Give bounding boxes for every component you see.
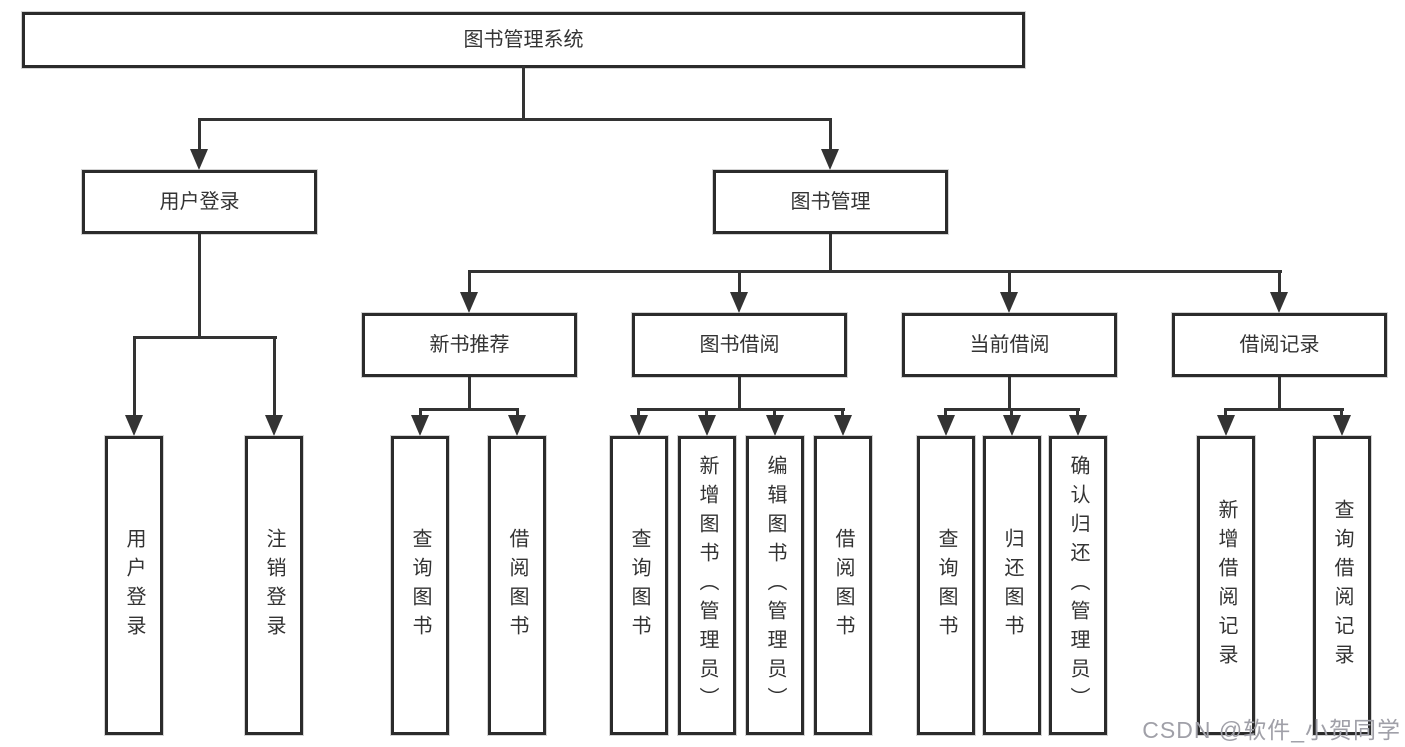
connector-line (738, 270, 741, 293)
connector-line (1008, 270, 1011, 293)
leaf-query-books-current: 查询图书 (917, 436, 975, 735)
watermark: CSDN @软件_小贺同学 (1142, 717, 1401, 743)
arrowhead (125, 415, 143, 436)
arrowhead (265, 415, 283, 436)
leaf-return-books: 归还图书 (983, 436, 1041, 735)
connector-line (1008, 377, 1011, 410)
connector-line (522, 66, 525, 120)
connector-line (1224, 408, 1344, 411)
arrowhead (1000, 292, 1018, 313)
connector-line (944, 408, 947, 418)
node-book-management: 图书管理 (713, 170, 948, 234)
connector-line (637, 408, 845, 411)
arrowhead (1069, 415, 1087, 436)
connector-line (829, 118, 832, 151)
connector-line (637, 408, 640, 418)
arrowhead (460, 292, 478, 313)
leaf-query-books-recommend: 查询图书 (391, 436, 449, 735)
arrowhead (821, 149, 839, 170)
connector-line (829, 234, 832, 272)
connector-line (773, 408, 776, 418)
connector-line (738, 377, 741, 410)
arrowhead (1270, 292, 1288, 313)
arrowhead (937, 415, 955, 436)
leaf-confirm-return-admin: 确认归还（管理员） (1049, 436, 1107, 735)
connector-line (516, 408, 519, 418)
node-book-management-system: 图书管理系统 (22, 12, 1025, 68)
arrowhead (508, 415, 526, 436)
node-new-book-recommend: 新书推荐 (362, 313, 577, 377)
connector-line (705, 408, 708, 418)
arrowhead (834, 415, 852, 436)
connector-line (1224, 408, 1227, 418)
leaf-add-borrow-record: 新增借阅记录 (1197, 436, 1255, 735)
connector-line (198, 234, 201, 338)
node-borrowing-records: 借阅记录 (1172, 313, 1387, 377)
connector-line (273, 336, 276, 416)
arrowhead (730, 292, 748, 313)
connector-line (841, 408, 844, 418)
arrowhead (1003, 415, 1021, 436)
connector-line (1076, 408, 1079, 418)
leaf-logout: 注销登录 (245, 436, 303, 735)
connector-line (419, 408, 519, 411)
arrowhead (1217, 415, 1235, 436)
connector-line (1010, 408, 1013, 418)
leaf-borrow-books-recommend: 借阅图书 (488, 436, 546, 735)
connector-line (1278, 377, 1281, 410)
arrowhead (1333, 415, 1351, 436)
arrowhead (766, 415, 784, 436)
node-book-borrowing: 图书借阅 (632, 313, 847, 377)
arrowhead (411, 415, 429, 436)
connector-line (468, 270, 471, 293)
leaf-user-login: 用户登录 (105, 436, 163, 735)
leaf-query-books-borrowing: 查询图书 (610, 436, 668, 735)
connector-line (198, 118, 201, 151)
arrowhead (630, 415, 648, 436)
connector-line (1278, 270, 1281, 293)
connector-line (198, 118, 832, 121)
connector-line (1340, 408, 1343, 418)
connector-line (468, 270, 1282, 273)
leaf-query-borrow-record: 查询借阅记录 (1313, 436, 1371, 735)
node-current-borrowing: 当前借阅 (902, 313, 1117, 377)
arrowhead (698, 415, 716, 436)
node-user-login: 用户登录 (82, 170, 317, 234)
leaf-borrow-books: 借阅图书 (814, 436, 872, 735)
connector-line (133, 336, 277, 339)
connector-line (133, 336, 136, 416)
connector-line (468, 377, 471, 410)
arrowhead (190, 149, 208, 170)
leaf-edit-books-admin: 编辑图书（管理员） (746, 436, 804, 735)
connector-line (419, 408, 422, 418)
leaf-add-books-admin: 新增图书（管理员） (678, 436, 736, 735)
